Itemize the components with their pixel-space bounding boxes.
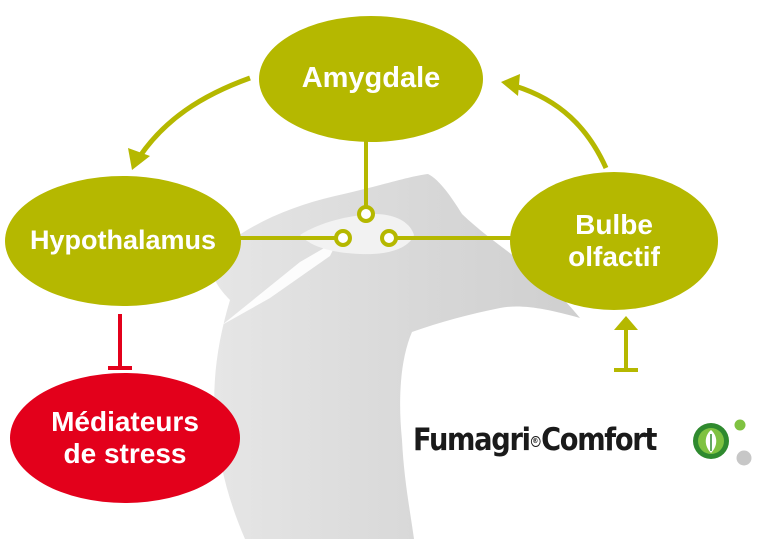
connector-dot-hypothalamus (336, 231, 350, 245)
amygdale-label: Amygdale (302, 62, 441, 95)
registered-mark: ® (531, 436, 541, 447)
arrowhead-amygdale (501, 74, 520, 96)
bulbe-label-line1: Bulbe (568, 209, 660, 241)
hypothalamus-node: Hypothalamus (5, 176, 241, 306)
leaf-dots-icon (693, 420, 752, 466)
bulbe-olfactif-node: Bulbe olfactif (510, 172, 718, 310)
arrow-amygdale-to-hypothalamus (140, 78, 250, 156)
brand-name-part1: Fumagri (413, 422, 530, 458)
mediateurs-label-line2: de stress (51, 438, 199, 470)
bulbe-label-line2: olfactif (568, 241, 660, 273)
fumagri-comfort-logo: Fumagri®Comfort (413, 422, 689, 458)
connector-dot-bulbe (382, 231, 396, 245)
hypothalamus-label: Hypothalamus (30, 225, 216, 256)
mediateurs-de-stress-node: Médiateurs de stress (10, 373, 240, 503)
mediateurs-label-line1: Médiateurs (51, 406, 199, 438)
arrow-bulbe-to-amygdale (515, 86, 606, 168)
amygdale-node: Amygdale (259, 16, 483, 142)
arrowhead-hypothalamus (128, 148, 150, 170)
stimulation-arrowhead (614, 316, 638, 330)
brand-name: Fumagri®Comfort (413, 422, 656, 458)
connector-dot-amygdale (359, 207, 373, 221)
brand-name-part2: Comfort (541, 422, 656, 458)
